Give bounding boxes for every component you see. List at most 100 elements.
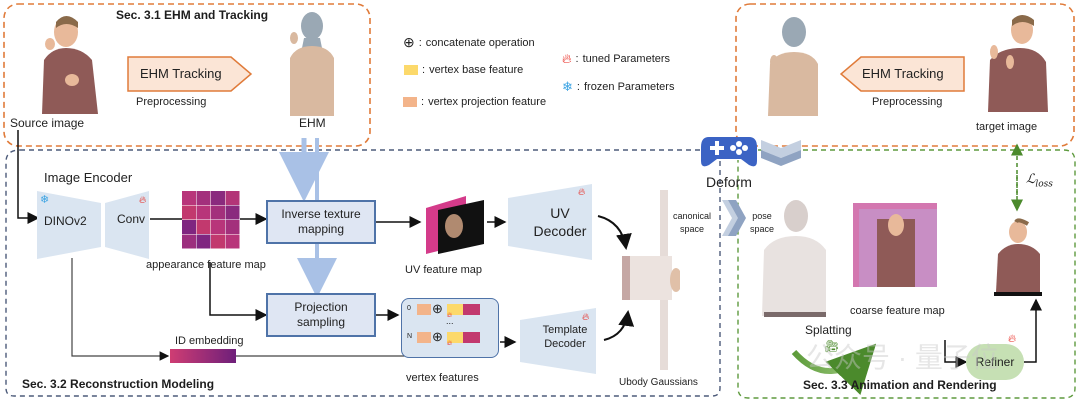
id-feature-cell	[463, 304, 480, 315]
ubody-gaussians-label: Ubody Gaussians	[619, 377, 698, 388]
section-title-ehm: Sec. 3.1 EHM and Tracking	[116, 8, 269, 22]
legend-projection-feature-label: vertex projection feature	[428, 96, 547, 108]
projection-sampling-block: Projection sampling	[266, 293, 376, 337]
inverse-texture-mapping-block: Inverse texture mapping	[266, 200, 376, 244]
conv-tuned-icon: 🔥︎	[139, 195, 147, 206]
snowflake-icon: ❄	[562, 79, 573, 94]
id-embedding-label: ID embedding	[175, 335, 244, 347]
gamepad-icon	[701, 137, 757, 167]
preprocessing-label-right: Preprocessing	[872, 96, 943, 108]
flame-icon: 🔥︎	[562, 51, 572, 66]
id-feature-cell	[463, 332, 480, 343]
feature-map-cell	[196, 205, 211, 220]
template-decoder-label: Template Decoder	[542, 324, 588, 350]
ubody-gaussians-image	[620, 190, 682, 370]
pose-space-label: pose space	[749, 211, 775, 234]
image-encoder-shape	[37, 191, 149, 259]
ubody-gaussians-icon	[622, 190, 682, 370]
refiner-label: Refiner	[975, 355, 1015, 369]
target-ehm-mesh-image	[760, 12, 824, 116]
dinov2-block	[37, 191, 101, 259]
feature-map-cell	[196, 220, 211, 234]
watermark: 公众号 · 量子位	[806, 342, 999, 373]
ehm-tracking-arrow-left	[127, 56, 253, 92]
legend-base-feature-label: vertex base feature	[429, 64, 524, 76]
target-person-icon	[988, 15, 1048, 112]
dinov2-frozen-icon: ❄	[40, 194, 50, 206]
projection-feature-swatch	[403, 97, 417, 107]
splatting-label: Splatting	[805, 323, 852, 337]
refiner-tuned-icon: 🔥︎	[1008, 333, 1017, 345]
camera-icon: 🎥︎	[824, 339, 840, 353]
feature-map-cell	[182, 191, 196, 205]
appearance-feature-map	[182, 191, 240, 249]
ehm-label: EHM	[299, 116, 326, 130]
section-reconstruction-frame	[5, 149, 721, 397]
feature-map-cell	[211, 220, 225, 234]
pose-space-gaussians-image	[760, 196, 828, 320]
vertex-ellipsis: ...	[446, 316, 454, 326]
ehm-tracking-label-right: EHM Tracking	[862, 66, 944, 81]
target-ehm-mesh-icon	[768, 17, 818, 116]
uv-decoder-label: UV Decoder	[533, 205, 587, 239]
feature-map-cell	[211, 205, 225, 220]
chevron-right-icon	[722, 200, 746, 236]
feature-map-cell	[225, 205, 240, 220]
uv-feature-map	[426, 196, 484, 254]
conv-block	[105, 191, 149, 259]
feature-map-cell	[211, 191, 225, 205]
base-feature-cell: 🔥︎	[447, 304, 463, 319]
legend-base-feature: : vertex base feature	[404, 64, 523, 76]
coarse-feature-map-label: coarse feature map	[850, 305, 945, 317]
uv-decoder-shape	[508, 184, 592, 260]
vertex-row-index: N	[407, 333, 413, 340]
vertex-row-index: 0	[407, 305, 411, 312]
rendered-output-image	[994, 218, 1042, 296]
feature-map-cell	[182, 234, 196, 249]
rendered-person-icon	[994, 218, 1042, 296]
canonical-space-label: canonical space	[672, 211, 712, 234]
template-decoder-tuned-icon: 🔥︎	[582, 312, 590, 323]
vertex-features-block: 0 ⊕ 🔥︎ ... N ⊕ 🔥︎	[401, 298, 499, 358]
source-image-label: Source image	[10, 116, 85, 130]
concat-icon: ⊕	[432, 301, 443, 316]
base-feature-cell: 🔥︎	[447, 332, 463, 347]
legend-concat: ⊕ : concatenate operation	[403, 34, 535, 50]
source-image	[34, 10, 104, 114]
target-image-label: target image	[976, 121, 1038, 133]
ehm-mesh-image	[282, 8, 338, 116]
feature-map-cell	[225, 191, 240, 205]
source-person-icon	[42, 16, 98, 114]
uv-feature-map-label: UV feature map	[405, 264, 483, 276]
refiner-block: Refiner	[966, 344, 1024, 380]
coarse-feature-map	[853, 203, 937, 287]
image-encoder-title: Image Encoder	[44, 170, 133, 185]
appearance-feature-label: appearance feature map	[146, 259, 266, 271]
section-title-animation: Sec. 3.3 Animation and Rendering	[803, 378, 997, 392]
legend-tuned: 🔥︎ : tuned Parameters	[562, 51, 671, 66]
pose-gaussians-icon	[762, 200, 826, 317]
legend-frozen-label: frozen Parameters	[583, 81, 675, 93]
feature-map-cell	[182, 205, 196, 220]
feature-map-cell	[225, 234, 240, 249]
flame-icon: 🔥︎	[447, 312, 453, 319]
ehm-tracking-label-left: EHM Tracking	[140, 66, 222, 81]
target-image	[984, 10, 1050, 112]
vertex-features-label: vertex features	[406, 372, 479, 384]
projection-feature-cell	[417, 332, 431, 343]
conv-label: Conv	[117, 212, 146, 226]
feature-map-cell	[182, 220, 196, 234]
loss-label: ℒloss	[1026, 172, 1053, 190]
feature-map-cell	[196, 191, 211, 205]
id-embedding-bar	[170, 349, 236, 363]
feature-map-cell	[196, 234, 211, 249]
template-decoder-shape	[520, 308, 596, 374]
deform-label: Deform	[706, 174, 752, 190]
feature-map-cell	[211, 234, 225, 249]
dinov2-label: DINOv2	[44, 214, 87, 228]
base-feature-swatch	[404, 65, 418, 75]
ehm-tracking-arrow-right	[840, 56, 965, 92]
loss-symbol: ℒ	[1026, 172, 1036, 187]
legend-projection-feature: : vertex projection feature	[403, 96, 546, 108]
loss-subscript: loss	[1035, 179, 1053, 190]
